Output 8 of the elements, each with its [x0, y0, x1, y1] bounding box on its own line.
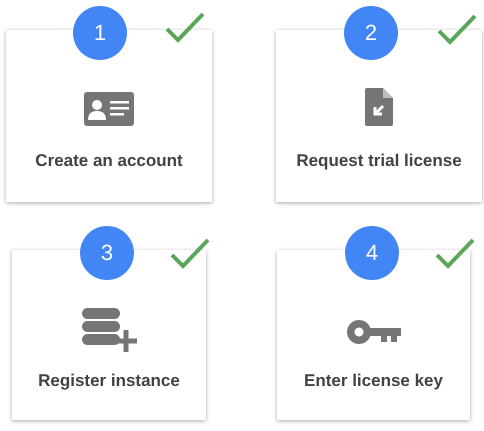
step-label: Create an account: [34, 150, 184, 172]
step-number-circle: 4: [345, 226, 399, 280]
step-number-circle: 2: [344, 6, 398, 60]
step-label: Request trial license: [295, 150, 463, 172]
step-label: Register instance: [37, 370, 181, 392]
step-number-circle: 1: [73, 6, 127, 60]
step-label: Enter license key: [303, 370, 444, 392]
step-number-circle: 3: [80, 226, 134, 280]
